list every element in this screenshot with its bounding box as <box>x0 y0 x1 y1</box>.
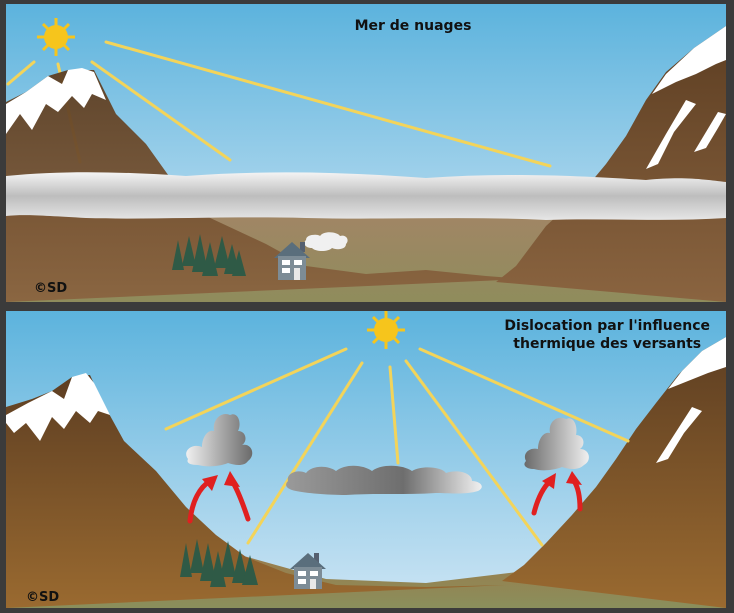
left-mountain <box>6 375 506 608</box>
right-mountain <box>496 26 726 302</box>
house-icon <box>290 553 326 589</box>
cloud-sea <box>6 172 726 220</box>
thermal-arrowheads-right <box>542 471 582 489</box>
central-cloud <box>286 465 482 495</box>
sun-icon <box>367 311 405 349</box>
dislocation-illustration <box>6 311 726 608</box>
thermal-cloud-right <box>524 417 589 471</box>
chimney-smoke <box>304 232 348 251</box>
right-snow <box>652 26 726 94</box>
thermal-cloud-left <box>186 413 253 467</box>
cloud-sea-illustration <box>6 4 726 302</box>
copyright-bottom: ©SD <box>26 590 60 605</box>
thermal-arrowheads-left <box>202 471 240 491</box>
right-snow-streak-2 <box>694 112 726 152</box>
right-mountain <box>502 337 726 608</box>
left-snow <box>6 373 110 441</box>
title-cloud-sea: Mer de nuages <box>354 18 472 34</box>
sun-rays <box>164 347 630 547</box>
forest <box>172 234 246 276</box>
right-snow-streak <box>656 407 702 463</box>
panel-cloud-sea: Mer de nuages ©SD <box>6 4 726 302</box>
forest <box>180 539 258 587</box>
title-dislocation: Dislocation par l'influence thermique de… <box>504 317 710 353</box>
right-snow <box>668 337 726 389</box>
title-line-2: thermique des versants <box>513 336 702 352</box>
right-snow-streak <box>646 100 696 169</box>
house-icon <box>274 242 310 280</box>
copyright-top: ©SD <box>34 281 68 296</box>
left-mountain <box>6 70 526 302</box>
sun-icon <box>37 18 75 56</box>
panel-dislocation: Dislocation par l'influence thermique de… <box>6 311 726 608</box>
title-line-1: Dislocation par l'influence <box>504 318 710 334</box>
left-snow <box>6 68 106 134</box>
